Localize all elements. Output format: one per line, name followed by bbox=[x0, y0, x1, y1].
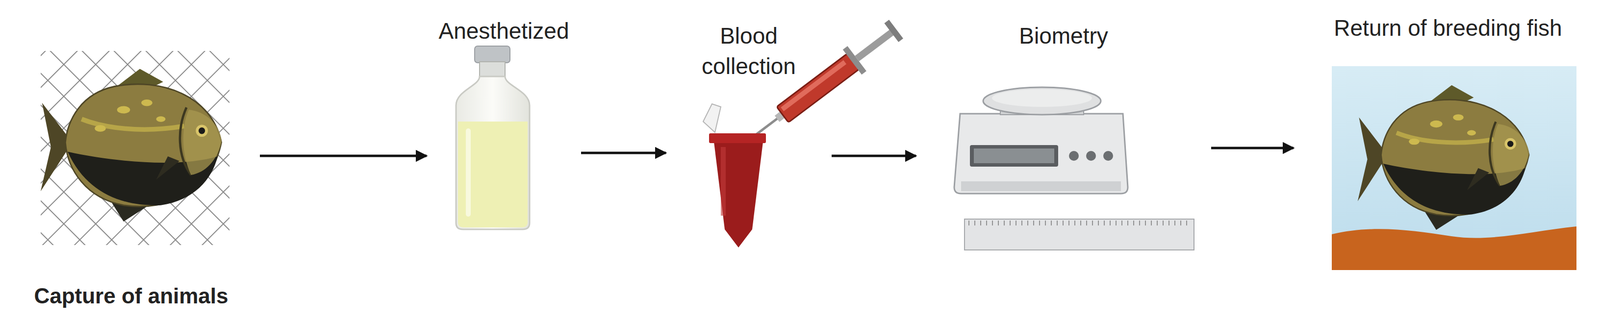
flow-arrow bbox=[581, 152, 666, 155]
blood-tube bbox=[703, 103, 766, 248]
process-step: Anesthetized bbox=[431, 14, 577, 270]
flow-arrow bbox=[1211, 147, 1294, 150]
step-label: Biometry bbox=[920, 20, 1207, 51]
ruler bbox=[964, 219, 1194, 251]
process-step: Return of breeding fish bbox=[1298, 9, 1598, 275]
water-tank bbox=[1331, 66, 1577, 271]
fish bbox=[40, 68, 222, 222]
step-label: Blood collection bbox=[670, 20, 827, 82]
step-label: Anesthetized bbox=[431, 15, 577, 47]
balance bbox=[954, 87, 1128, 194]
process-step: Blood collection bbox=[670, 14, 827, 270]
fish bbox=[1357, 85, 1529, 230]
flow-arrow bbox=[259, 154, 427, 158]
step-label: Capture of animals bbox=[7, 281, 255, 311]
step-label: Return of breeding fish bbox=[1298, 12, 1598, 44]
net bbox=[40, 50, 230, 246]
anesthetic-bottle bbox=[456, 46, 530, 230]
process-step: Biometry bbox=[920, 14, 1207, 270]
flow-arrow bbox=[831, 154, 916, 158]
process-step: Capture of animals bbox=[7, 46, 255, 322]
